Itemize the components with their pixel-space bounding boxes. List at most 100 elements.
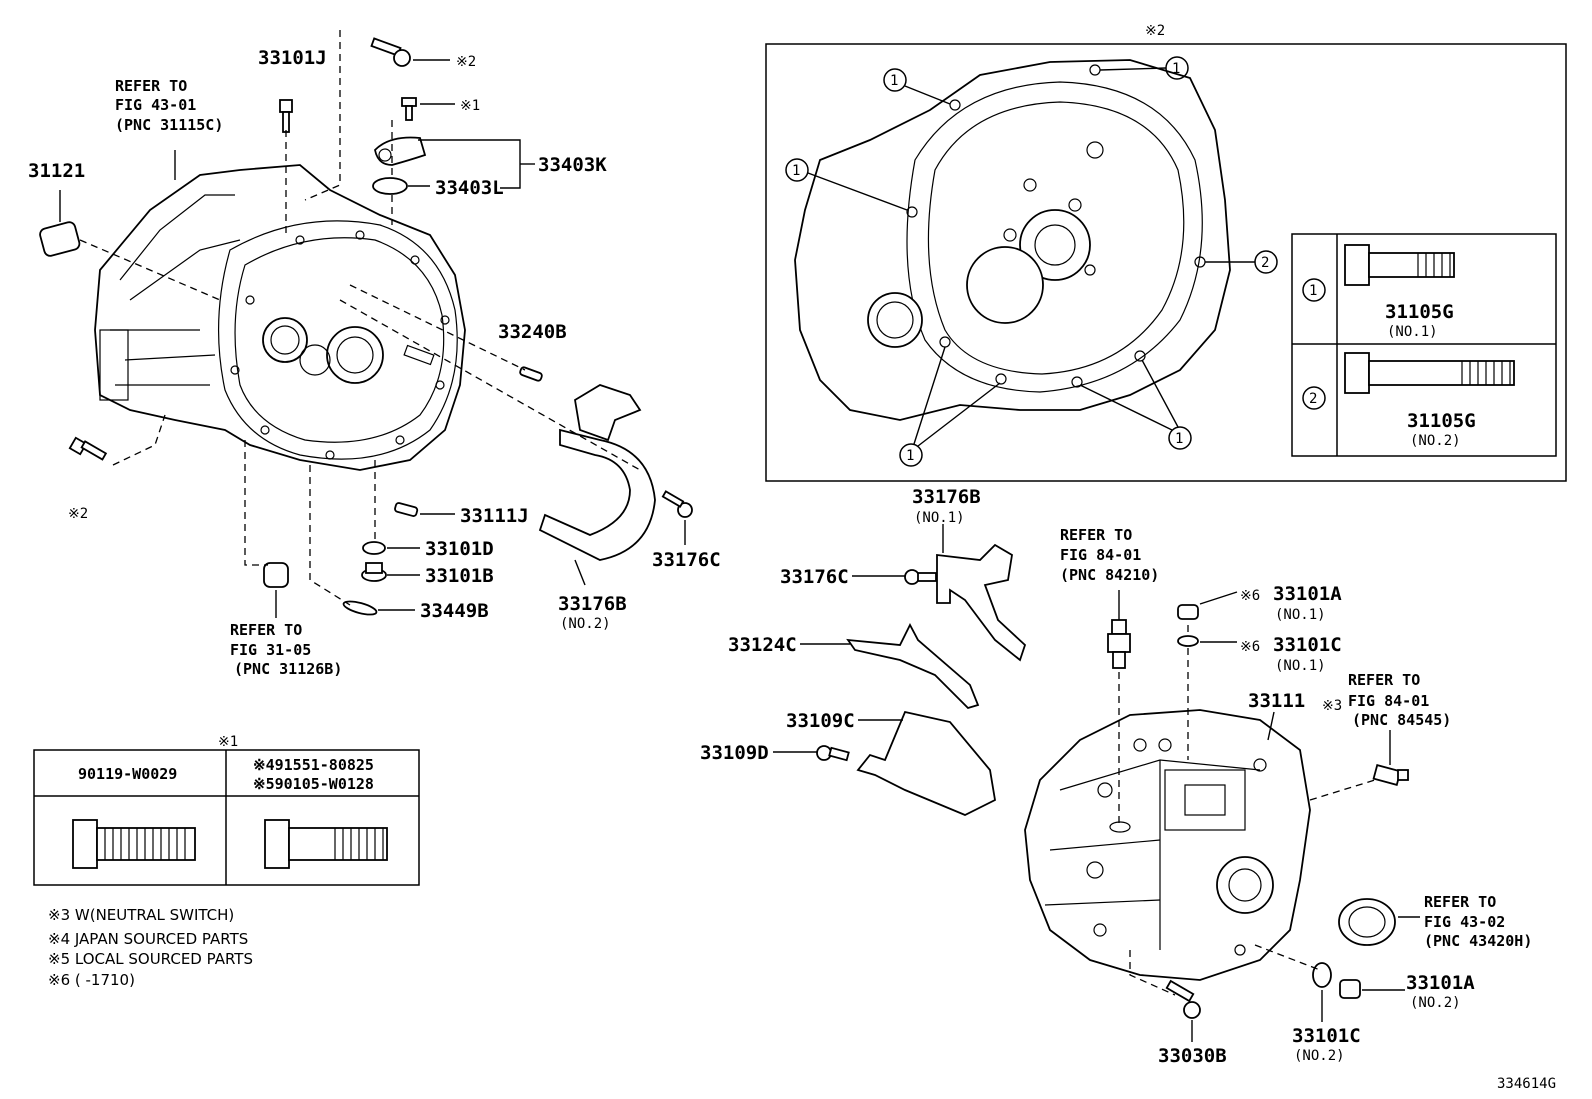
sleeve-33403K <box>374 136 427 166</box>
label-33109C: 33109C <box>786 710 855 732</box>
label-33101C-no1: 33101C <box>1273 634 1342 656</box>
legend-row-2: 2 31105G (NO.2) <box>1302 352 1515 449</box>
legend-circle-text: 1 <box>1309 283 1317 299</box>
table-mark: ※1 <box>218 734 238 750</box>
bolt-33109D <box>816 745 850 762</box>
callout-1-a: 1 <box>883 68 951 105</box>
callout-text: 1 <box>792 163 800 179</box>
label-33101A-no2: 33101A <box>1406 972 1475 994</box>
bolt-33030B <box>1165 979 1201 1019</box>
table-col2-line1: ※491551-80825 <box>253 756 374 774</box>
washer-33101D <box>362 541 386 555</box>
callout-2: 2 <box>1205 250 1278 274</box>
note-6: ※6 ( -1710) <box>48 971 135 989</box>
bolt-33101J <box>279 99 293 133</box>
refer-fig-43-02: REFER TO FIG 43-02 (PNC 43420H) <box>1424 893 1532 950</box>
refer-fig-84-01-b: REFER TO FIG 84-01 (PNC 84545) <box>1348 671 1451 729</box>
clutch-housing-drawing <box>94 164 466 471</box>
label-33111: 33111 <box>1248 690 1305 712</box>
transaxle-case-drawing <box>1024 709 1311 981</box>
callout-1-b: 1 <box>1099 56 1189 80</box>
plug-refer-31-05 <box>263 562 289 588</box>
label-33101D: 33101D <box>425 538 494 560</box>
label-33101B: 33101B <box>425 565 494 587</box>
label-33101A-no1: 33101A <box>1273 583 1342 605</box>
label-33101C-no1-sub: (NO.1) <box>1275 658 1326 674</box>
bolt-91551-drawing <box>264 819 388 869</box>
callout-1-d: 1 <box>899 346 1001 467</box>
callout-1-e: 1 <box>1079 359 1192 450</box>
label-33403L: 33403L <box>435 177 504 199</box>
refer-line-2: FIG 43-02 <box>1424 913 1505 931</box>
sensor-84210 <box>1107 619 1131 669</box>
plug-33101A-no1 <box>1177 604 1199 620</box>
refer-line-3: (PNC 31115C) <box>115 116 223 134</box>
bolt-table: ※1 90119-W0029 ※491551-80825 ※590105-W01… <box>33 734 420 886</box>
bracket-33176B-no1 <box>936 543 1027 662</box>
label-33176B-no1-sub: (NO.1) <box>914 510 965 526</box>
legend-circle-text: 2 <box>1309 391 1317 407</box>
refer-line-2: FIG 84-01 <box>1060 546 1141 564</box>
refer-line-1: REFER TO <box>1424 893 1496 911</box>
mark-2-left: ※2 <box>68 506 88 522</box>
table-col2-line2: ※590105-W0128 <box>253 775 374 793</box>
label-33124C: 33124C <box>728 634 797 656</box>
o-ring-33403L <box>372 177 408 195</box>
callout-1-c: 1 <box>785 158 908 211</box>
washer-33101C-no1 <box>1177 635 1199 647</box>
callout-text: 1 <box>906 448 914 464</box>
refer-line-3: (PNC 31126B) <box>234 660 342 678</box>
bracket-33176B-no2 <box>538 384 656 561</box>
bolt-33176C-mid <box>904 569 937 585</box>
legend-no2: (NO.2) <box>1410 433 1461 449</box>
label-33176C-mid: 33176C <box>780 566 849 588</box>
legend-31105G-no2: 31105G <box>1407 410 1476 432</box>
label-33176B-no2: 33176B <box>558 593 627 615</box>
refer-line-3: (PNC 84545) <box>1352 711 1451 729</box>
label-33101C-no2: 33101C <box>1292 1025 1361 1047</box>
refer-line-1: REFER TO <box>1348 671 1420 689</box>
note-4: ※4 JAPAN SOURCED PARTS <box>48 930 248 948</box>
label-33176B-no2-sub: (NO.2) <box>560 616 611 632</box>
legend-31105G-no1: 31105G <box>1385 301 1454 323</box>
label-33176B-no1: 33176B <box>912 486 981 508</box>
refer-line-2: FIG 31-05 <box>230 641 311 659</box>
label-31121: 31121 <box>28 160 85 182</box>
refer-line-1: REFER TO <box>115 77 187 95</box>
refer-line-3: (PNC 43420H) <box>1424 932 1532 950</box>
mark-6-a: ※6 <box>1240 588 1260 604</box>
note-5: ※5 LOCAL SOURCED PARTS <box>48 950 253 968</box>
bolt-left-mark2 <box>68 436 108 461</box>
label-33109D: 33109D <box>700 742 769 764</box>
plug-33101A-no2 <box>1339 979 1361 999</box>
plug-31121 <box>39 221 81 257</box>
gasket-33449B <box>342 600 378 616</box>
refer-fig-43-01: REFER TO FIG 43-01 (PNC 31115C) <box>115 77 223 134</box>
inset-mark: ※2 <box>1145 23 1165 39</box>
mark-1-top: ※1 <box>460 98 480 114</box>
refer-line-1: REFER TO <box>1060 526 1132 544</box>
plate-33124C <box>846 623 980 710</box>
refer-line-2: FIG 43-01 <box>115 96 196 114</box>
label-33030B: 33030B <box>1158 1045 1227 1067</box>
note-3: ※3 W(NEUTRAL SWITCH) <box>48 906 234 924</box>
pin-33240B <box>519 366 543 382</box>
cover-33109C <box>856 710 996 816</box>
refer-line-2: FIG 84-01 <box>1348 692 1429 710</box>
label-33101J: 33101J <box>258 47 327 69</box>
label-33449B: 33449B <box>420 600 489 622</box>
notes: ※3 W(NEUTRAL SWITCH) ※4 JAPAN SOURCED PA… <box>48 906 253 989</box>
label-33176C-top: 33176C <box>652 549 721 571</box>
washer-33101C-no2 <box>1312 962 1332 988</box>
refer-line-3: (PNC 84210) <box>1060 566 1159 584</box>
mark-6-b: ※6 <box>1240 639 1260 655</box>
legend-row-1: 1 31105G (NO.1) <box>1302 244 1455 340</box>
label-33240B: 33240B <box>498 321 567 343</box>
refer-fig-84-01-a: REFER TO FIG 84-01 (PNC 84210) <box>1060 526 1159 584</box>
callout-text: 2 <box>1261 255 1269 271</box>
callout-text: 1 <box>890 73 898 89</box>
bolt-mark1 <box>401 97 417 121</box>
pin-33111J <box>394 502 419 517</box>
label-33101A-no2-sub: (NO.2) <box>1410 995 1461 1011</box>
